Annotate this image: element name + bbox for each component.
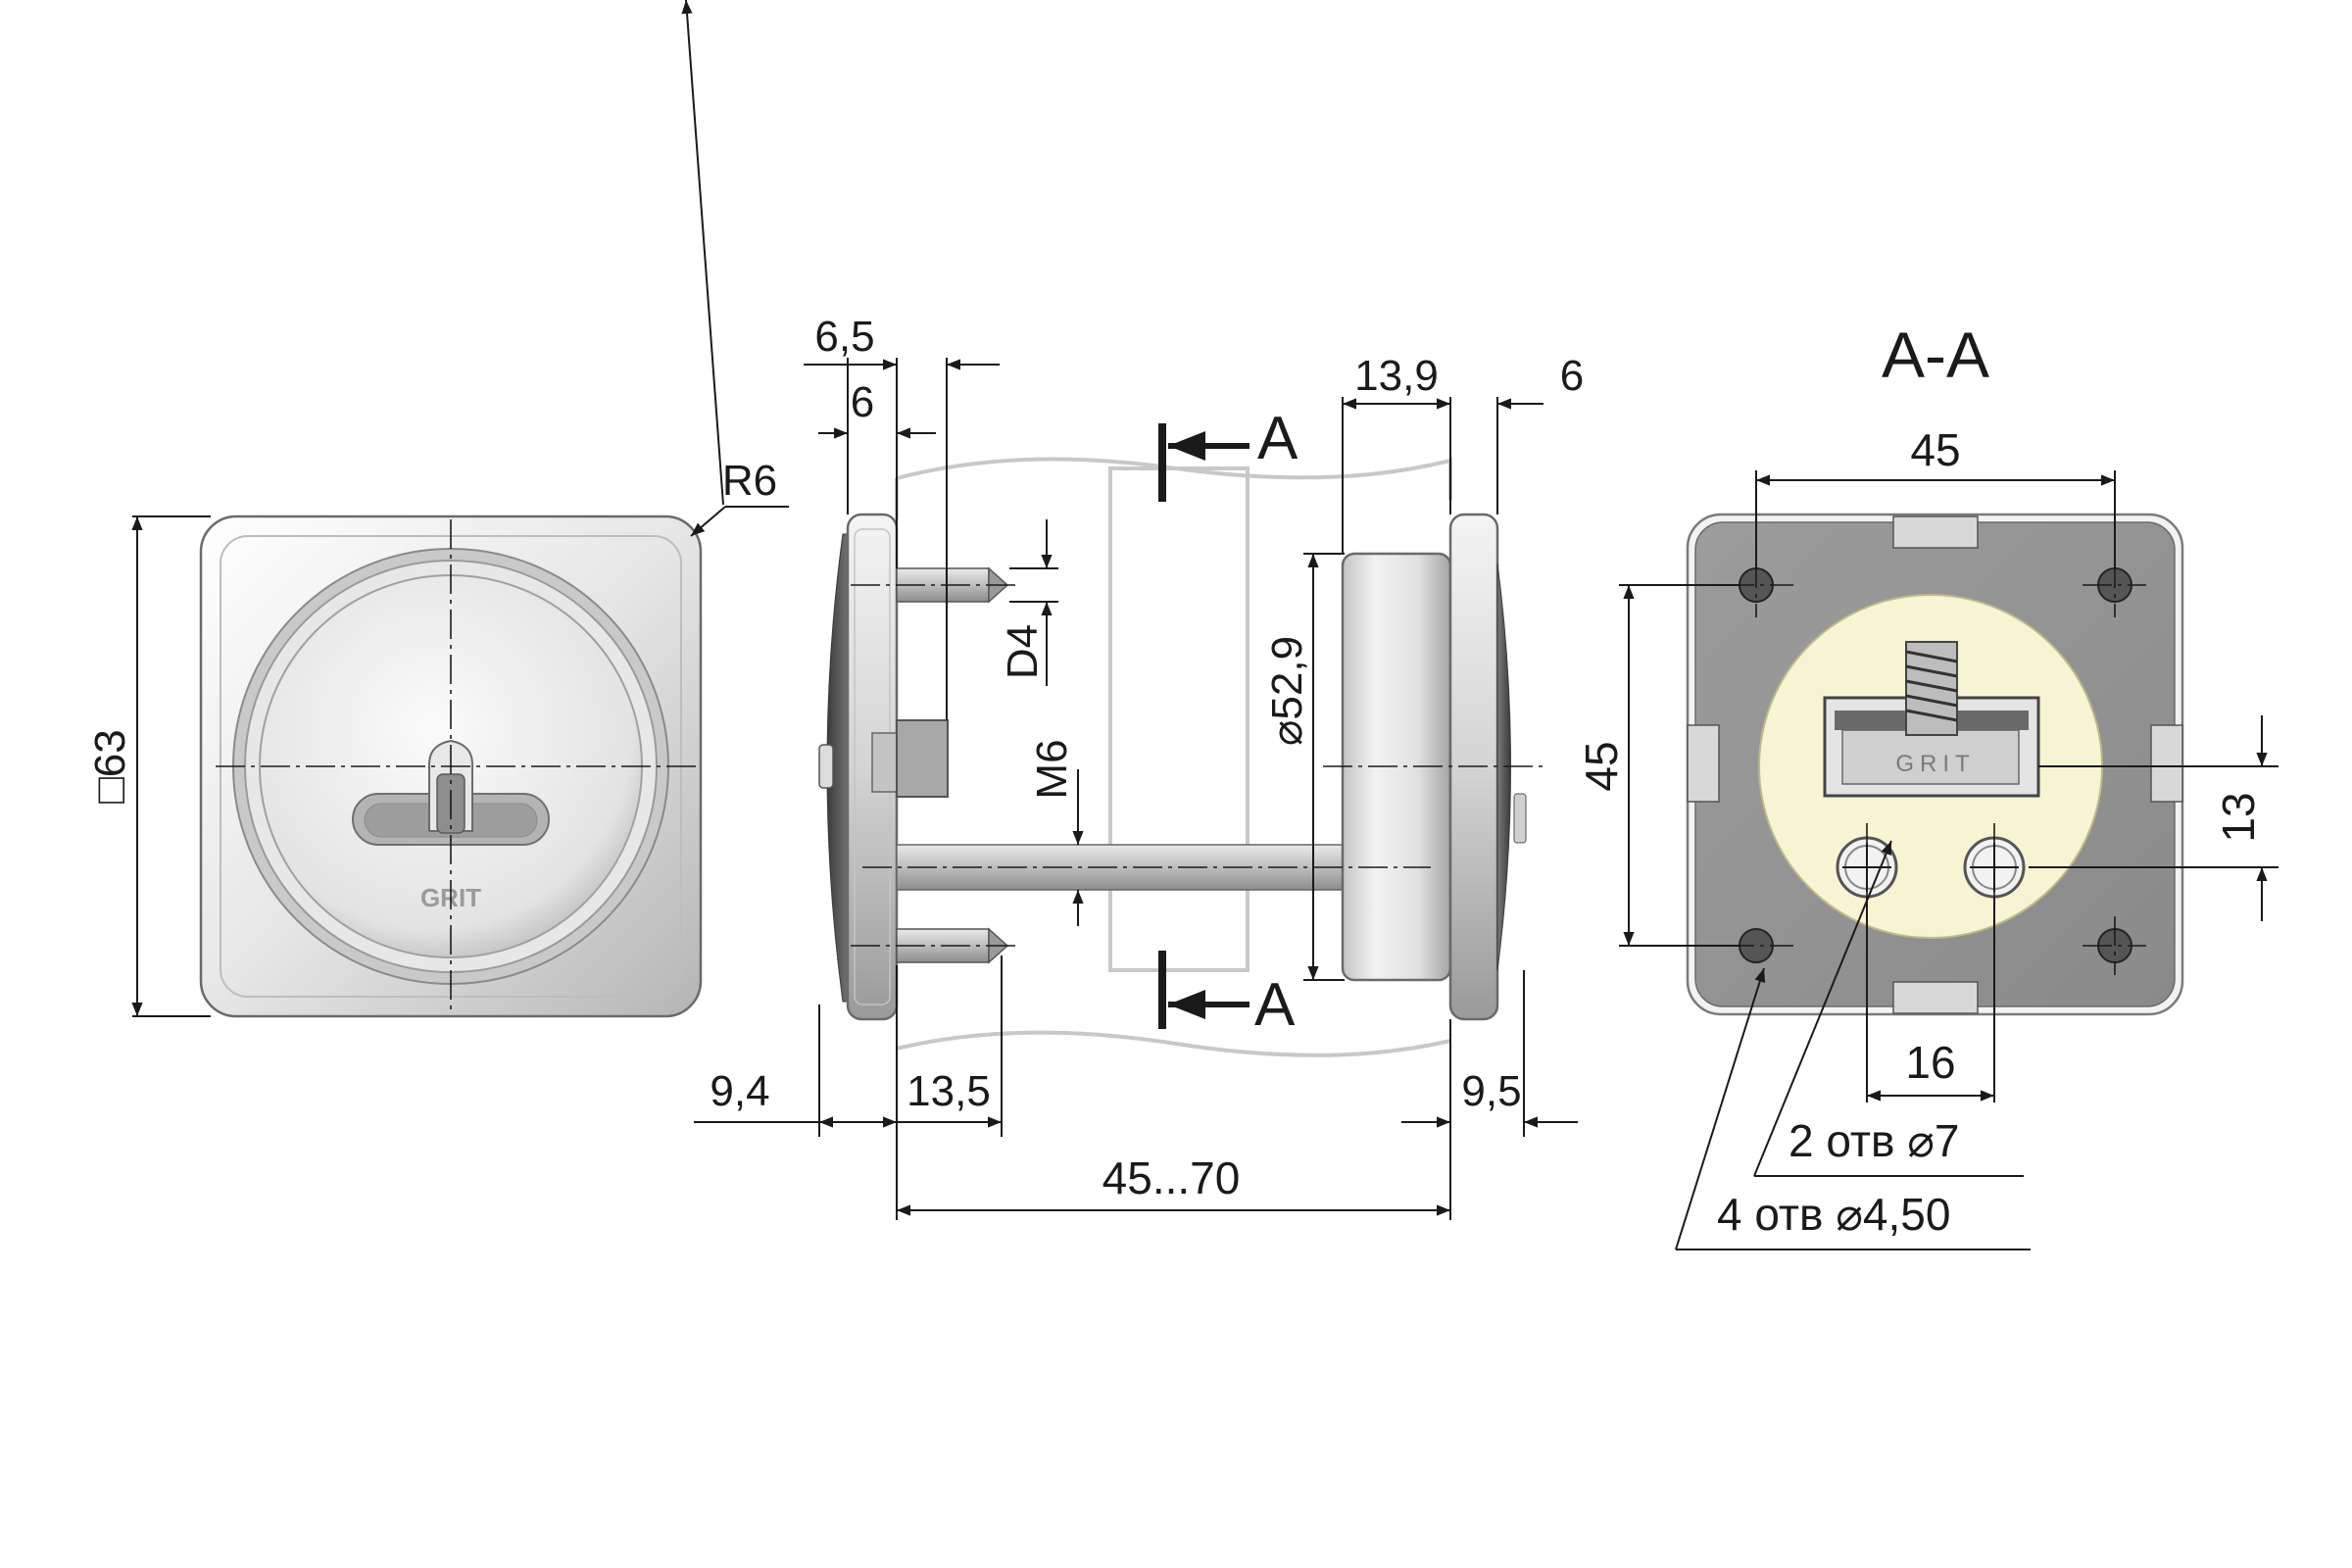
dim-45-horizontal: 45: [1910, 424, 1960, 475]
note-holes-7: 2 отв ⌀7: [1788, 1115, 1960, 1166]
dim-45-vertical: 45: [1576, 741, 1627, 791]
side-dimensions: 6,5 6 D4 M6 ⌀52,9 13,9 6 9,4: [694, 313, 1584, 1220]
dim-6-right: 6: [1560, 352, 1584, 400]
dim-6-left: 6: [851, 378, 874, 426]
section-label: A-A: [1882, 318, 1989, 391]
front-dimensions: □63 R6: [86, 0, 789, 1017]
section-dimensions: 45 45 13 16 2 отв ⌀7 4 отв ⌀4,50: [1576, 424, 2278, 1250]
section-logo: GRIT: [1895, 751, 1975, 777]
dim-9-4: 9,4: [710, 1067, 769, 1115]
front-view: GRIT: [199, 514, 703, 1018]
dim-16: 16: [1905, 1037, 1955, 1088]
left-dome-side: [826, 533, 852, 1003]
note-holes-4-50: 4 отв ⌀4,50: [1717, 1189, 1950, 1240]
dim-45-70: 45...70: [1102, 1152, 1241, 1203]
section-view: A-A GRIT: [1686, 318, 2184, 1016]
dim-6-5: 6,5: [814, 313, 874, 361]
dim-9-5: 9,5: [1461, 1067, 1521, 1115]
dim-m6: M6: [1028, 739, 1076, 799]
dim-13-9: 13,9: [1354, 352, 1439, 400]
dim-d4: D4: [999, 624, 1047, 679]
dim-r6: R6: [722, 457, 777, 505]
dim-13: 13: [2213, 792, 2264, 842]
dim-dia-52-9: ⌀52,9: [1263, 636, 1311, 746]
side-view: A A: [818, 405, 1544, 1057]
dim-square-63: □63: [86, 729, 134, 804]
dim-13-5: 13,5: [906, 1067, 991, 1115]
section-marker-top: A: [1257, 405, 1298, 472]
section-marker-bottom: A: [1254, 971, 1296, 1039]
